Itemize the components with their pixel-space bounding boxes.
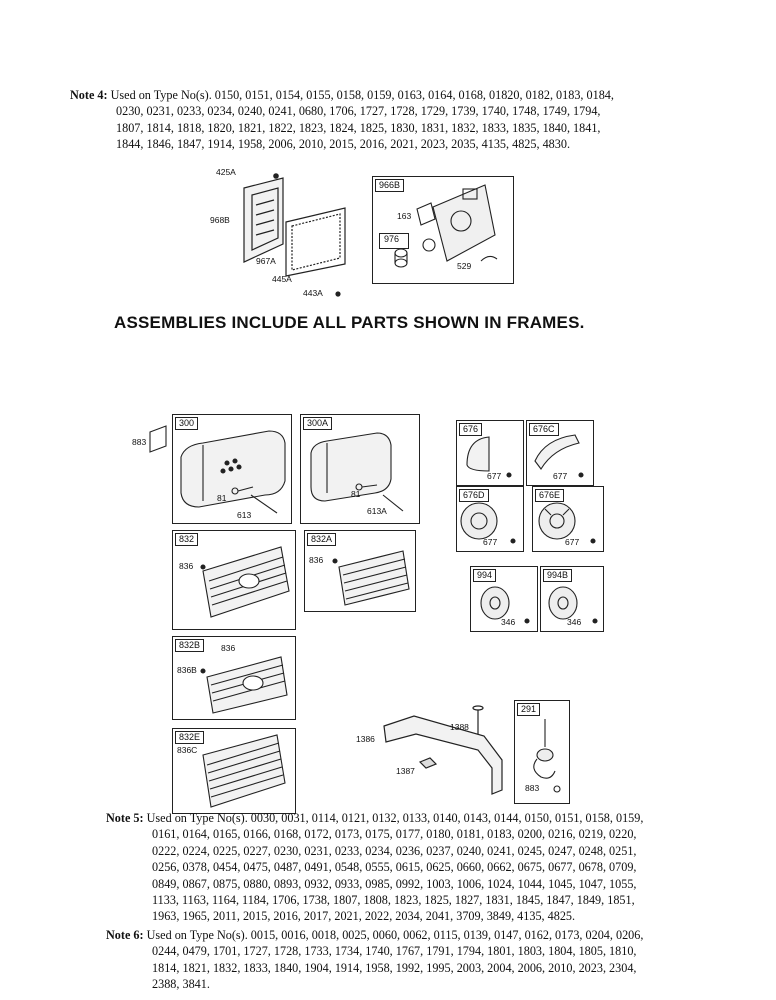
part-1387-label: 1387 bbox=[396, 766, 415, 776]
part-163-label: 163 bbox=[397, 211, 412, 221]
frame-300A: 300A 81 613A bbox=[300, 414, 420, 524]
muffler-300A-drawing bbox=[310, 432, 404, 512]
guard-676E-drawing bbox=[538, 502, 596, 544]
guard-676D-drawing bbox=[460, 502, 516, 544]
note-4-text: Used on Type No(s). 0150, 0151, 0154, 01… bbox=[110, 88, 614, 152]
frame-966B: 966B 163 976 529 bbox=[372, 176, 514, 284]
part-836-label-3: 836 bbox=[221, 643, 236, 653]
frame-676-tag: 676 bbox=[459, 423, 483, 436]
frame-676: 676 677 bbox=[456, 420, 524, 486]
part-677-label-2: 677 bbox=[553, 471, 568, 481]
guard-832A-drawing bbox=[332, 550, 410, 606]
part-1388-label: 1388 bbox=[450, 722, 469, 732]
part-81-label-2: 81 bbox=[351, 489, 361, 499]
part-836C-label: 836C bbox=[177, 745, 198, 755]
part-81-label: 81 bbox=[217, 493, 227, 503]
switch-291-drawing bbox=[533, 719, 561, 793]
frame-832B: 832B 836 836B bbox=[172, 636, 296, 720]
frame-832: 832 836 bbox=[172, 530, 296, 630]
part-346-label-1: 346 bbox=[501, 617, 516, 627]
part-836B-label: 836B bbox=[177, 665, 197, 675]
part-677-label-1: 677 bbox=[487, 471, 502, 481]
frame-676C: 676C 677 bbox=[526, 420, 594, 486]
frame-291-tag: 291 bbox=[517, 703, 541, 716]
part-425A-label: 425A bbox=[216, 167, 236, 177]
carburetor-drawing bbox=[416, 184, 498, 262]
note-4-label: Note 4: bbox=[70, 88, 108, 102]
arrestor-994B-drawing bbox=[548, 586, 598, 624]
part-677-label-4: 677 bbox=[565, 537, 580, 547]
frame-676D-tag: 676D bbox=[459, 489, 489, 502]
frame-832B-tag: 832B bbox=[175, 639, 205, 652]
frame-832E: 832E 836C bbox=[172, 728, 296, 814]
part-883-label-2: 883 bbox=[525, 783, 540, 793]
frame-676C-tag: 676C bbox=[529, 423, 559, 436]
guard-832E-drawing bbox=[202, 734, 286, 808]
note-6-text: Used on Type No(s). 0015, 0016, 0018, 00… bbox=[146, 928, 644, 992]
frame-676E-tag: 676E bbox=[535, 489, 565, 502]
part-346-label-2: 346 bbox=[567, 617, 582, 627]
arrestor-994-drawing bbox=[480, 586, 530, 624]
frame-676E: 676E 677 bbox=[532, 486, 604, 552]
frame-994B-tag: 994B bbox=[543, 569, 573, 582]
note-6-label: Note 6: bbox=[106, 928, 144, 942]
guard-832B-drawing bbox=[200, 656, 288, 714]
assemblies-heading: ASSEMBLIES INCLUDE ALL PARTS SHOWN IN FR… bbox=[114, 313, 585, 332]
part-677-label-3: 677 bbox=[483, 537, 498, 547]
frame-676D: 676D 677 bbox=[456, 486, 524, 552]
part-613A-label: 613A bbox=[367, 506, 387, 516]
frame-832A: 832A 836 bbox=[304, 530, 416, 612]
note-5-text: Used on Type No(s). 0030, 0031, 0114, 01… bbox=[146, 811, 644, 924]
muffler-300-drawing bbox=[180, 430, 286, 514]
frame-832E-tag: 832E bbox=[175, 731, 205, 744]
part-445A-label: 445A bbox=[272, 274, 292, 284]
note-6: Note 6: Used on Type No(s). 0015, 0016, … bbox=[106, 927, 646, 993]
frame-832-tag: 832 bbox=[175, 533, 199, 546]
part-967A-label: 967A bbox=[256, 256, 276, 266]
note-5: Note 5: Used on Type No(s). 0030, 0031, … bbox=[106, 810, 646, 925]
part-836-label-2: 836 bbox=[309, 555, 324, 565]
part-968B-label: 968B bbox=[210, 215, 230, 225]
part-443A-label: 443A bbox=[303, 288, 323, 298]
frame-976: 976 bbox=[379, 233, 409, 249]
frame-994B: 994B 346 bbox=[540, 566, 604, 632]
frame-300-tag: 300 bbox=[175, 417, 199, 430]
guard-676C-drawing bbox=[534, 434, 584, 478]
part-529-label: 529 bbox=[457, 261, 472, 271]
frame-994: 994 346 bbox=[470, 566, 538, 632]
part-976-drawing bbox=[394, 238, 436, 268]
part-836-label-1: 836 bbox=[179, 561, 194, 571]
guard-832-drawing bbox=[200, 546, 290, 618]
frame-976-tag: 976 bbox=[381, 234, 403, 245]
frame-300: 300 81 613 bbox=[172, 414, 292, 524]
guard-676-drawing bbox=[466, 436, 512, 478]
part-1386-label: 1386 bbox=[356, 734, 375, 744]
frame-291: 291 883 bbox=[514, 700, 570, 804]
note-5-label: Note 5: bbox=[106, 811, 144, 825]
note-4: Note 4: Used on Type No(s). 0150, 0151, … bbox=[70, 87, 630, 153]
frame-832A-tag: 832A bbox=[307, 533, 337, 546]
frame-966B-tag: 966B bbox=[375, 179, 405, 192]
frame-300A-tag: 300A bbox=[303, 417, 333, 430]
part-883-label: 883 bbox=[132, 437, 147, 447]
part-613-label: 613 bbox=[237, 510, 252, 520]
frame-994-tag: 994 bbox=[473, 569, 497, 582]
